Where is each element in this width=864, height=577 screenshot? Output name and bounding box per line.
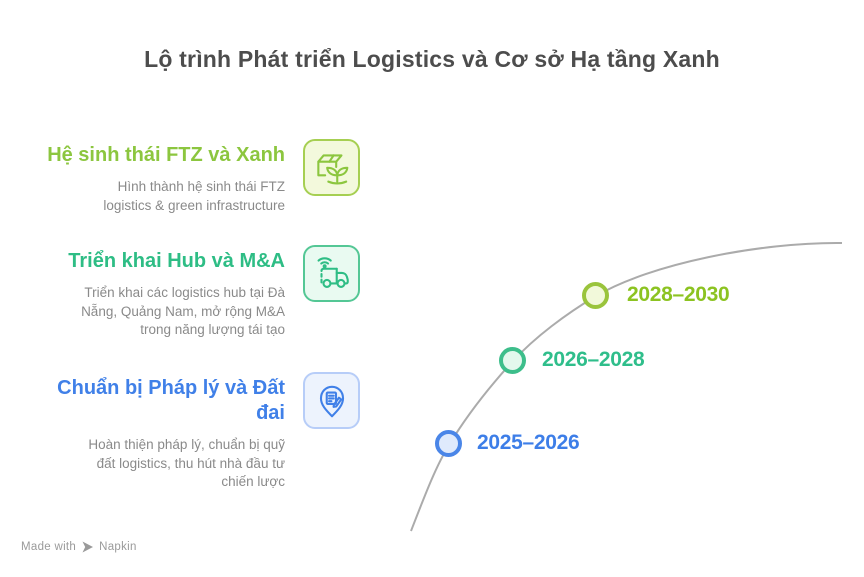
timeline-label-2026-2028: 2026–2028 xyxy=(542,348,645,371)
timeline-dot-2025-2026 xyxy=(435,430,462,457)
timeline-dot-2028-2030 xyxy=(582,282,609,309)
watermark-brand: Napkin xyxy=(99,541,137,553)
watermark-prefix: Made with xyxy=(21,541,77,553)
napkin-play-icon xyxy=(82,541,94,553)
milestone-title: Hệ sinh thái FTZ và Xanh xyxy=(47,144,285,166)
package-sprout-icon xyxy=(303,139,360,196)
timeline-label-2025-2026: 2025–2026 xyxy=(477,431,580,454)
milestone-title: Chuẩn bị Pháp lý và Đất đai xyxy=(57,377,285,424)
milestone-hub-ma: Triển khai Hub và M&A Triển khai các log… xyxy=(45,245,360,340)
truck-wifi-icon xyxy=(303,245,360,302)
milestone-legal-land: Chuẩn bị Pháp lý và Đất đai Hoàn thiện p… xyxy=(45,372,360,492)
milestone-ftz-ecosystem: Hệ sinh thái FTZ và Xanh Hình thành hệ s… xyxy=(45,139,360,215)
milestone-description: Hoàn thiện pháp lý, chuẩn bị quỹ đất log… xyxy=(88,437,285,489)
page-title: Lộ trình Phát triển Logistics và Cơ sở H… xyxy=(144,46,720,72)
timeline-label-2028-2030: 2028–2030 xyxy=(627,283,730,306)
milestone-description: Triển khai các logistics hub tại Đà Nẵng… xyxy=(81,285,285,337)
milestone-description: Hình thành hệ sinh thái FTZ logistics & … xyxy=(103,179,285,213)
napkin-watermark[interactable]: Made with Napkin xyxy=(21,541,137,553)
pin-document-icon xyxy=(303,372,360,429)
milestone-title: Triển khai Hub và M&A xyxy=(68,250,285,272)
timeline-dot-2026-2028 xyxy=(499,347,526,374)
